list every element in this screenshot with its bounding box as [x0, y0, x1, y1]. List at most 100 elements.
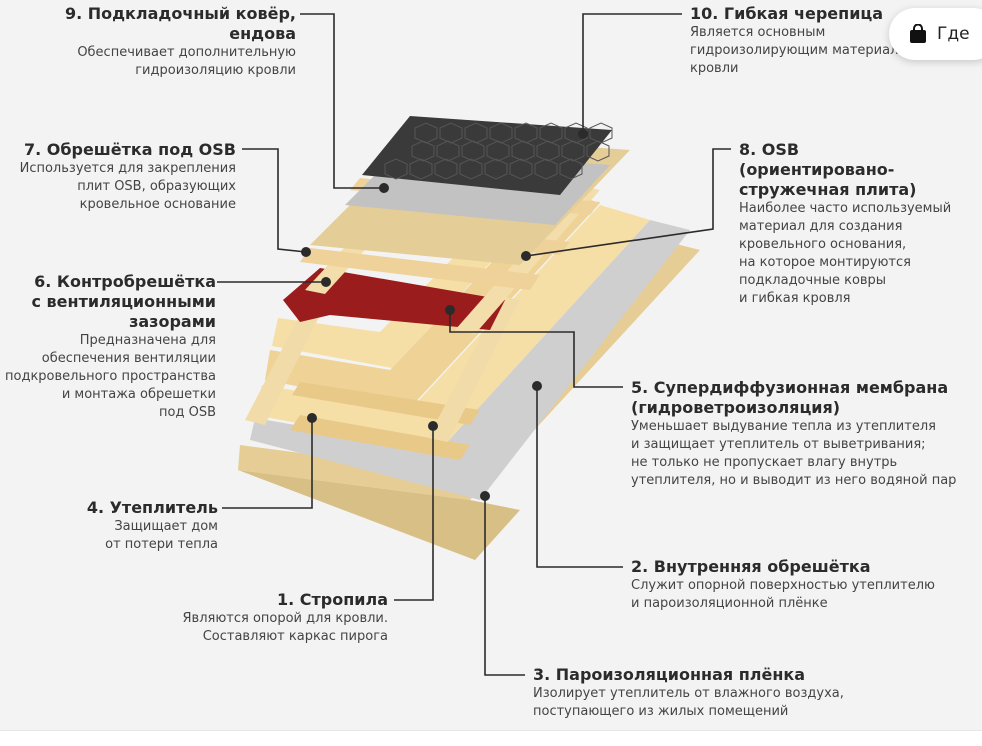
where-to-buy-button[interactable]: Где: [889, 8, 982, 60]
label-underlay-desc-1: Обеспечивает дополнительную: [77, 45, 296, 60]
label-osb-lathing-title: 7. Обрешётка под OSB: [23, 140, 236, 159]
leader-dots: [301, 129, 588, 501]
shingle-tile: [414, 122, 438, 144]
shingle-tile: [384, 158, 408, 180]
vapor-film-shape: [250, 220, 690, 500]
label-counter-title-1: 6. Контробрешётка: [34, 272, 216, 291]
label-osb-desc-2: материал для создания: [739, 219, 903, 234]
dot-2: [532, 381, 542, 391]
label-osb: 8. OSB (ориентировано- стружечная плита)…: [739, 140, 951, 308]
shingle-tile: [484, 158, 508, 180]
label-shingles-desc-1: Является основным: [690, 25, 826, 40]
leader-7: [242, 148, 307, 253]
dot-9: [379, 183, 389, 193]
label-osb-desc-1: Наиболее часто используемый: [739, 201, 952, 216]
label-osb-desc-4: на которое монтируются: [739, 255, 911, 270]
shingle-tile: [489, 122, 513, 144]
leader-9: [300, 13, 384, 189]
label-counter-desc-1: Предназначена для: [79, 333, 216, 348]
label-vapor-desc-1: Изолирует утеплитель от влажного воздуха…: [533, 686, 844, 701]
dot-6: [321, 277, 331, 287]
label-osb-lathing-desc-1: Используется для закрепления: [19, 161, 236, 176]
label-inner-lathing: 2. Внутренняя обрешётка Служит опорной п…: [631, 557, 935, 613]
label-membrane: 5. Супердиффузионная мембрана (гидроветр…: [631, 378, 956, 490]
label-osb-lathing-desc-2: плит OSB, образующих: [77, 179, 236, 194]
label-rafters-desc-2: Составляют каркас пирога: [202, 629, 388, 644]
label-inner-lathing-title: 2. Внутренняя обрешётка: [631, 557, 871, 576]
shingle-tile: [586, 140, 610, 162]
label-underlay-carpet: 9. Подкладочный ковёр, ендова Обеспечива…: [65, 4, 296, 80]
label-membrane-title-1: 5. Супердиффузионная мембрана: [631, 378, 949, 397]
osb-lath-1: [300, 248, 540, 290]
label-counter-batten: 6. Контробрешётка с вентиляционными зазо…: [5, 272, 216, 422]
label-inner-lathing-desc-1: Служит опорной поверхностью утеплителю: [631, 578, 935, 593]
leader-8: [525, 148, 731, 257]
label-osb-desc-3: кровельного основания,: [739, 237, 907, 252]
leader-3: [484, 496, 525, 676]
label-osb-title-1: 8. OSB: [739, 140, 800, 159]
label-membrane-desc-3: не только не пропускает влагу внутрь: [631, 455, 898, 470]
shingle-tile: [464, 122, 488, 144]
label-membrane-desc-1: Уменьшает выдувание тепла из утеплителя: [631, 419, 936, 434]
label-inner-lathing-desc-2: и пароизоляционной плёнке: [631, 596, 828, 611]
label-rafters-desc-1: Являются опорой для кровли.: [182, 611, 389, 626]
shingle-pattern: [384, 122, 613, 180]
shingle-tile: [436, 140, 460, 162]
dot-1: [428, 421, 438, 431]
bottom-board-speckle: [238, 470, 520, 560]
label-osb-lathing: 7. Обрешётка под OSB Используется для за…: [20, 140, 236, 214]
shopping-bag-icon: [910, 24, 926, 43]
label-rafters: 1. Стропила Являются опорой для кровли. …: [183, 590, 389, 646]
shingle-tile: [511, 140, 535, 162]
label-counter-desc-3: подкровельного пространства: [5, 369, 216, 384]
label-vapor-film: 3. Пароизоляционная плёнка Изолирует уте…: [533, 665, 844, 721]
label-underlay-title-2: ендова: [229, 24, 296, 43]
shingle-tile: [589, 122, 613, 144]
shingle-tile: [536, 140, 560, 162]
label-osb-title-3: стружечная плита): [739, 180, 917, 199]
label-vapor-title: 3. Пароизоляционная плёнка: [533, 665, 806, 684]
label-insulation-desc-1: Защищает дом: [114, 519, 218, 534]
diagram-canvas: 9. Подкладочный ковёр, ендова Обеспечива…: [0, 0, 982, 730]
shingle-tile: [539, 122, 563, 144]
label-insulation-desc-2: от потери тепла: [105, 537, 218, 552]
leader-1: [394, 426, 434, 601]
shingle-tile: [486, 140, 510, 162]
inner-lath-2: [292, 382, 480, 425]
dot-5: [445, 305, 455, 315]
label-membrane-desc-2: и защищает утеплитель от выветривания;: [631, 437, 926, 452]
leader-2: [536, 386, 623, 568]
label-membrane-desc-4: утеплителя, но и выводит из него водяной…: [631, 473, 957, 488]
label-counter-title-2: с вентиляционными: [31, 292, 217, 311]
label-shingles-desc-2: гидроизолирующим материалом: [690, 43, 917, 58]
label-insulation: 4. Утеплитель Защищает дом от потери теп…: [87, 498, 218, 554]
shingle-tile: [509, 158, 533, 180]
label-counter-desc-2: обеспечения вентиляции: [41, 351, 216, 366]
label-underlay-title-1: 9. Подкладочный ковёр,: [64, 4, 296, 23]
leader-5: [449, 310, 623, 388]
shingle-tile: [459, 158, 483, 180]
roof-layers-diagram: [217, 13, 731, 676]
label-rafters-title: 1. Стропила: [276, 590, 388, 609]
shingle-tile: [461, 140, 485, 162]
label-membrane-title-2: (гидроветроизоляция): [631, 398, 841, 417]
label-counter-desc-4: и монтажа обрешетки: [61, 387, 216, 402]
label-vapor-desc-2: поступающего из жилых помещений: [533, 704, 789, 719]
label-insulation-title: 4. Утеплитель: [86, 498, 218, 517]
inner-lath-1: [290, 415, 470, 460]
shingle-tile: [434, 158, 458, 180]
shingle-tile: [411, 140, 435, 162]
where-to-buy-label: Где: [937, 24, 970, 44]
shingle-tile: [409, 158, 433, 180]
label-shingles-title: 10. Гибкая черепица: [690, 4, 884, 23]
label-osb-lathing-desc-3: кровельное основание: [79, 197, 236, 212]
shingle-tile: [534, 158, 558, 180]
insulation-shape: [255, 205, 650, 450]
leader-10: [582, 13, 682, 134]
label-flexible-shingles: 10. Гибкая черепица Является основным ги…: [690, 4, 916, 78]
leader-4: [222, 418, 313, 509]
label-underlay-desc-2: гидроизоляцию кровли: [135, 63, 296, 78]
shingle-tile: [439, 122, 463, 144]
dot-3: [480, 491, 490, 501]
label-osb-title-2: (ориентировано-: [739, 160, 895, 179]
